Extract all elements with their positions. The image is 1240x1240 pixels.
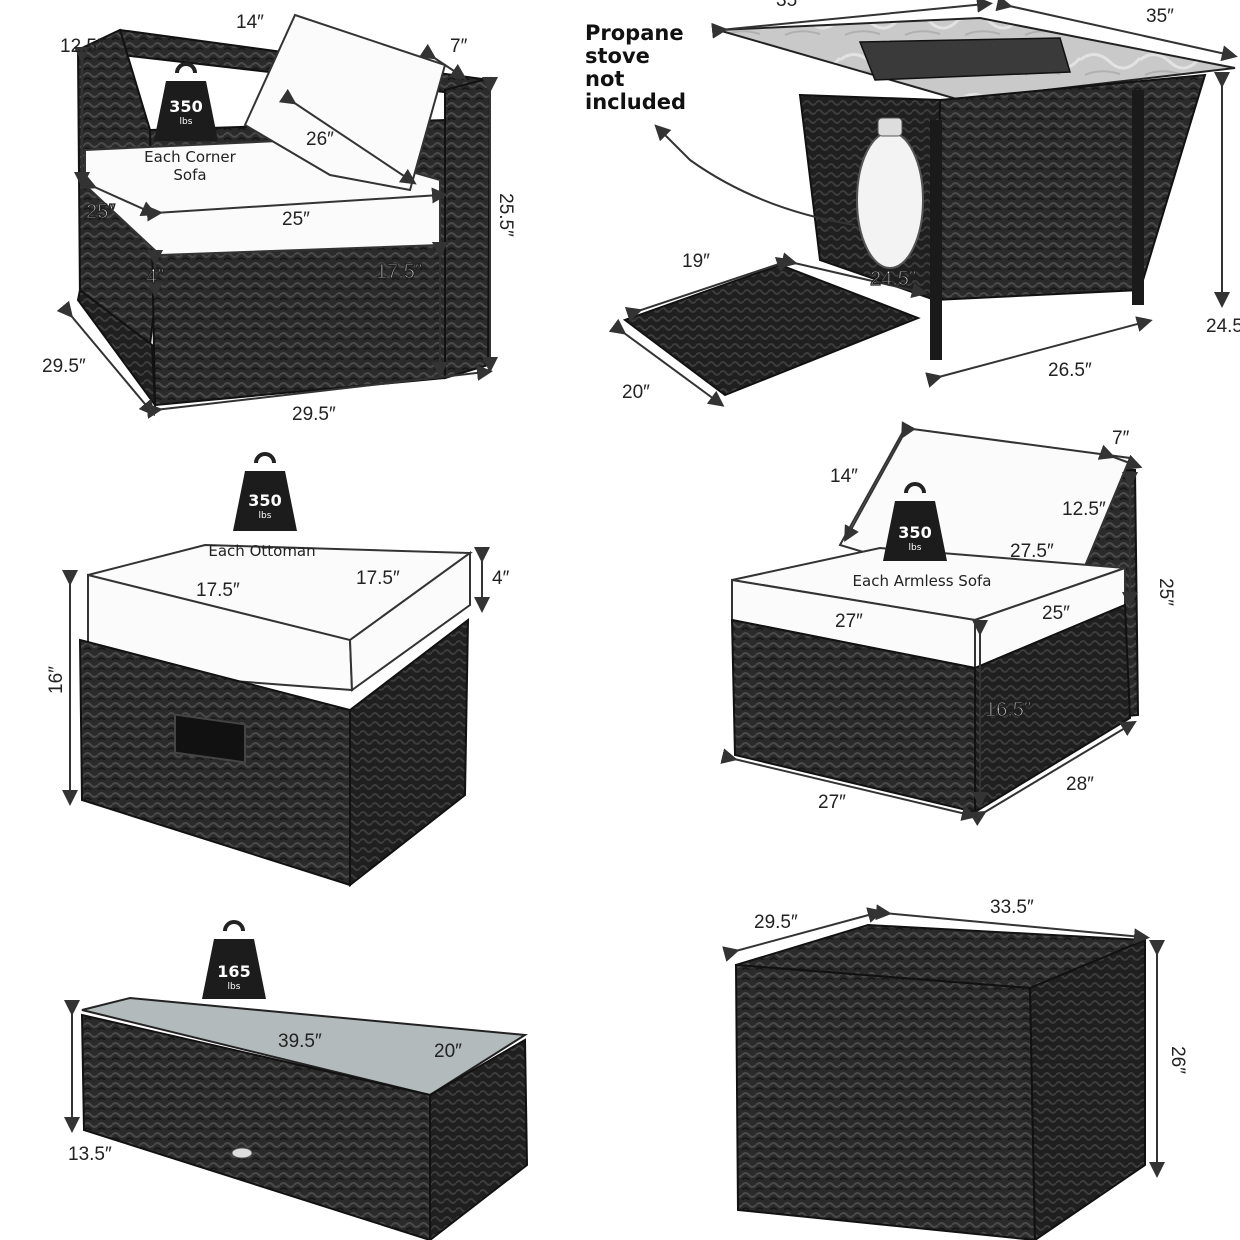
- ottoman-top-depth-label: 17.5″: [356, 568, 400, 589]
- corner-sofa-depth-label: 29.5″: [42, 356, 86, 377]
- fire-table-door-width-label: 19″: [682, 251, 710, 272]
- corner-sofa-seat-height-label: 17.5″: [376, 261, 422, 283]
- corner-sofa-weight: 350: [169, 97, 202, 116]
- propane-tank-icon: [856, 131, 924, 269]
- corner-sofa-caption-line2: Sofa: [173, 166, 206, 184]
- coffee-table-illustration: [64, 996, 529, 1240]
- corner-sofa-seat-cushion-label: 4″: [146, 266, 164, 288]
- armless-sofa-back-cushion-depth-label: 7″: [1112, 428, 1130, 449]
- armless-sofa-depth-label: 28″: [1066, 774, 1094, 795]
- armless-sofa-seat-height-label: 16.5″: [985, 699, 1031, 721]
- storage-box-depth-label: 29.5″: [754, 912, 798, 933]
- propane-note-line1: Propane: [585, 21, 684, 45]
- fire-table-door-inner-label: 24.5″: [870, 268, 916, 290]
- coffee-table-length-label: 39.5″: [278, 1031, 322, 1052]
- fire-table-illustration: [608, 0, 1238, 407]
- ottoman-caption: Each Ottoman: [208, 542, 315, 560]
- propane-note-line2: stove: [585, 44, 650, 68]
- ottoman-top-width-label: 17.5″: [196, 580, 240, 601]
- storage-box-illustration: [722, 904, 1165, 1240]
- corner-sofa-back-height-label: 12.5″: [60, 36, 104, 57]
- ottoman-cushion-label: 4″: [492, 568, 510, 589]
- armless-sofa-back-height-label: 12.5″: [1062, 499, 1106, 520]
- armless-sofa-seat-width-label: 27″: [835, 611, 863, 632]
- fire-table-top-width-label: 35″: [776, 0, 804, 11]
- corner-sofa-weight-unit: lbs: [180, 117, 193, 127]
- armless-sofa-weight-unit: lbs: [909, 543, 922, 553]
- fire-table-top-depth-label: 35″: [1146, 6, 1174, 27]
- ottoman-cushion-side: [348, 551, 471, 692]
- armless-sofa-illustration: [720, 421, 1143, 826]
- corner-sofa-cushion-height-label: 14″: [236, 12, 264, 33]
- propane-note-line4: included: [585, 90, 686, 114]
- corner-sofa-illustration: [56, 13, 498, 419]
- propane-valve-icon: [877, 117, 903, 137]
- ottoman-height-label: 16″: [46, 666, 67, 694]
- coffee-table-glass-top: [81, 996, 529, 1097]
- armless-sofa-width-label: 27″: [818, 792, 846, 813]
- storage-box-front: [734, 963, 1037, 1240]
- fire-table-door-depth-label: 20″: [622, 382, 650, 403]
- ottoman-weight: 350: [248, 491, 281, 510]
- fire-table-leg: [930, 120, 942, 360]
- ottoman-illustration: [62, 543, 490, 888]
- coffee-table-width-label: 20″: [434, 1041, 462, 1062]
- corner-sofa-caption-line1: Each Corner: [144, 148, 236, 166]
- armless-sofa-caption: Each Armless Sofa: [853, 572, 992, 590]
- propane-note-line3: not: [585, 67, 624, 91]
- ottoman-weight-unit: lbs: [259, 511, 272, 521]
- storage-box-height-label: 26″: [1167, 1046, 1188, 1074]
- coffee-table-front: [80, 1013, 431, 1240]
- storage-box-side: [1028, 938, 1146, 1240]
- corner-sofa-cushion-width-label: 26″: [306, 129, 334, 150]
- corner-sofa-cushion-depth-label: 7″: [450, 36, 468, 57]
- armless-sofa-seat-depth-label: 25″: [1042, 603, 1070, 624]
- armless-sofa-total-height-label: 25″: [1155, 578, 1176, 606]
- corner-sofa-width-label: 29.5″: [292, 404, 336, 425]
- fire-table-leg-right: [1132, 90, 1144, 305]
- coffee-table-height-label: 13.5″: [68, 1144, 112, 1165]
- corner-sofa-total-height-label: 25.5″: [495, 193, 516, 237]
- coffee-table-badge-icon: [231, 1147, 253, 1159]
- armless-sofa-seat-width-inner-label: 27.5″: [1010, 541, 1054, 562]
- fire-table-height-label: 24.5″: [1206, 316, 1240, 337]
- storage-box-width-label: 33.5″: [990, 897, 1034, 918]
- coffee-table-weight: 165: [217, 962, 250, 981]
- corner-sofa-seat-depth-label: 25″: [86, 201, 115, 223]
- fire-table-burner-cover: [858, 37, 1071, 81]
- fire-table-front-panel: [933, 73, 1207, 302]
- armless-sofa-back-cushion-height-label: 14″: [830, 466, 858, 487]
- corner-sofa-right-arm: [444, 76, 492, 380]
- armless-sofa-weight: 350: [898, 523, 931, 542]
- ottoman-handle-icon: [174, 713, 246, 764]
- coffee-table-side: [429, 1038, 529, 1240]
- ottoman-base-side: [349, 617, 470, 888]
- fire-table-base-width-label: 26.5″: [1048, 360, 1092, 381]
- coffee-table-weight-unit: lbs: [228, 982, 241, 992]
- corner-sofa-seat-width-label: 25″: [282, 209, 310, 230]
